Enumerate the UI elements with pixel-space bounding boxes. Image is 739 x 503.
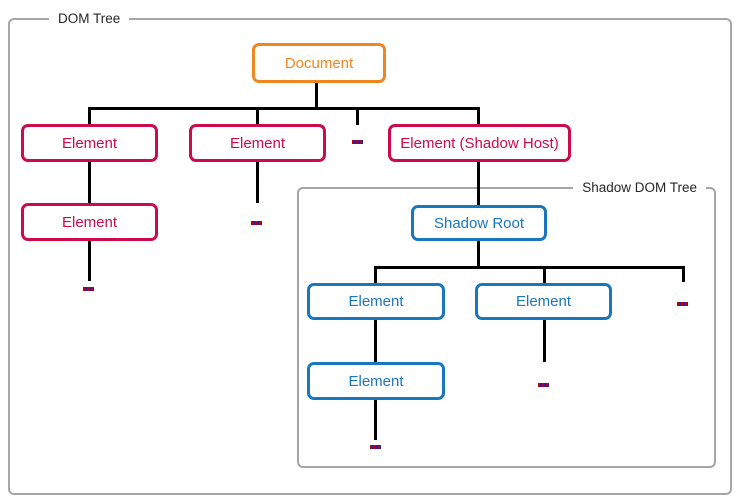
dom-tree-label: DOM Tree (49, 9, 130, 29)
dash-shadow-right (677, 302, 688, 306)
dash-under-element-child (83, 287, 94, 291)
line-host-to-shadow-root (477, 162, 480, 205)
line-shadow-child-to-dash (374, 400, 377, 440)
line-document-stub (315, 83, 318, 109)
line-stub-shadow-dash (682, 266, 685, 282)
line-stub-shadow-host (477, 107, 480, 124)
line-shadow-el-2-to-dash (543, 320, 546, 362)
line-top-connector (88, 107, 480, 110)
dash-under-shadow-el-2 (538, 383, 549, 387)
line-stub-shadow-el-2 (543, 266, 546, 283)
node-shadow-host: Element (Shadow Host) (388, 124, 571, 162)
node-shadow-root: Shadow Root (411, 205, 547, 241)
node-element-2: Element (189, 124, 326, 162)
line-stub-shadow-el-1 (374, 266, 377, 283)
dom-tree-frame: DOM Tree (8, 9, 732, 495)
line-shadow-root-stub (477, 241, 480, 267)
dash-under-shadow-child (370, 445, 381, 449)
shadow-dom-tree-frame: Shadow DOM Tree (297, 178, 716, 468)
line-stub-top-dash (356, 107, 359, 125)
line-element-2-to-dash (256, 162, 259, 203)
node-element-1: Element (21, 124, 158, 162)
line-shadow-connector (374, 266, 685, 269)
node-element-1-child: Element (21, 203, 158, 241)
node-document: Document (252, 43, 386, 83)
line-shadow-el-1-to-child (374, 320, 377, 362)
line-element-1-to-child (88, 162, 91, 203)
dash-under-element-2 (251, 221, 262, 225)
line-stub-element-1 (88, 107, 91, 124)
node-shadow-element-child: Element (307, 362, 445, 400)
line-stub-element-2 (256, 107, 259, 124)
line-child-to-dash (88, 241, 91, 281)
shadow-dom-tree-label: Shadow DOM Tree (573, 178, 706, 198)
node-shadow-element-1: Element (307, 283, 445, 320)
dash-top-middle (352, 140, 363, 144)
node-shadow-element-2: Element (475, 283, 612, 320)
